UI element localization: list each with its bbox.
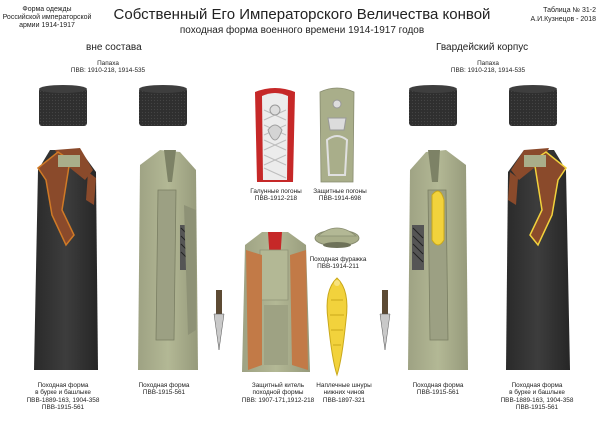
fig4-caption: Походная форма ПВВ-1915-561	[412, 382, 464, 397]
fig1-caption: Походная форма в бурке и башлыке ПВВ-188…	[26, 382, 100, 412]
dagger-icon	[379, 290, 391, 351]
field-uniform-figure-right	[379, 150, 468, 370]
galun-shoulder-board	[255, 88, 295, 182]
field-cap-caption: Походная фуражка ПВВ-1914-211	[309, 256, 367, 271]
section-label-right: Гвардейский корпус	[436, 42, 529, 53]
tunic-caption: Защитный китель походной формы ПВВ: 1907…	[241, 382, 315, 404]
burka-figure-right	[506, 148, 570, 370]
dagger-icon	[213, 290, 225, 351]
source-note-line: армии 1914-1917	[19, 22, 75, 29]
burka-figure-left	[34, 148, 98, 370]
protective-tunic	[242, 232, 310, 372]
papakha-caption-right: Папаха ПВВ: 1910-218, 1914-535	[450, 60, 526, 75]
field-cap-icon	[314, 227, 360, 248]
papakha-icon	[509, 85, 557, 126]
section-label-left: вне состава	[86, 42, 142, 53]
papakha-caption-left: Папаха ПВВ: 1910-218, 1914-535	[70, 60, 146, 75]
table-note: Таблица № 31-2 А.И.Кузнецов - 2018	[486, 6, 596, 24]
field-uniform-figure-left	[138, 150, 225, 370]
source-note-line: Российской императорской	[2, 14, 92, 21]
author-credit: А.И.Кузнецов - 2018	[530, 16, 596, 23]
papakha-icon	[409, 85, 457, 126]
table-number: Таблица № 31-2	[543, 7, 596, 14]
page-title: Собственный Его Императорского Величеств…	[113, 6, 491, 23]
page-subtitle: походная форма военного времени 1914-191…	[179, 25, 425, 36]
source-note: Форма одежды Российской императорской ар…	[2, 6, 92, 30]
papakha-icon	[39, 85, 87, 126]
fig5-caption: Походная форма в бурке и башлыке ПВВ-188…	[500, 382, 574, 412]
source-note-line: Форма одежды	[22, 6, 72, 13]
galun-pogony-caption: Галунные погоны ПВВ-1912-218	[250, 188, 302, 203]
protective-shoulder-board	[319, 87, 355, 183]
protective-pogony-caption: Защитные погоны ПВВ-1914-698	[313, 188, 367, 203]
shoulder-cords-icon	[326, 277, 348, 377]
cords-caption: Наплечные шнуры нижних чинов ПВВ-1897-32…	[316, 382, 372, 404]
fig2-caption: Походная форма ПВВ-1915-561	[138, 382, 190, 397]
papakha-icon	[139, 85, 187, 126]
